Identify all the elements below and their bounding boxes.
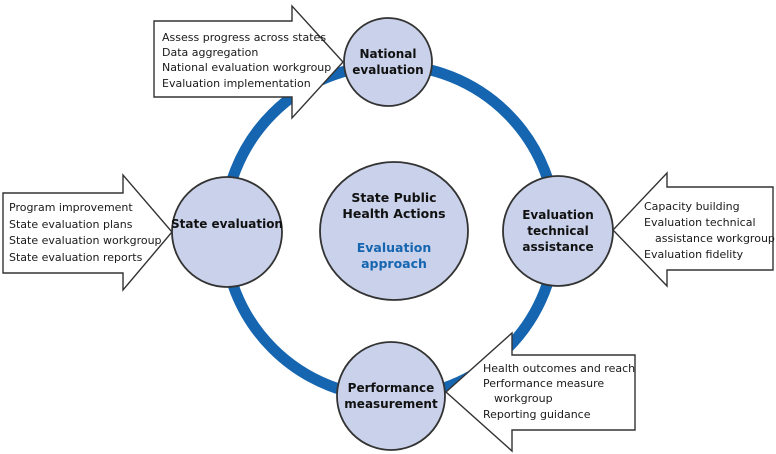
list-item: Program improvement [9,201,133,214]
top-arrow-text: Assess progress across states Data aggre… [162,30,331,91]
left-arrow [2,173,173,292]
center-subtitle: Evaluation approach [356,240,432,271]
top-arrow [153,4,344,120]
node-evaluation-technical-assistance [502,175,614,287]
list-item: State evaluation workgroup [9,234,162,247]
list-item: State evaluation plans [9,217,133,231]
node-center-state-public-health-actions [319,161,469,301]
list-item: Assess progress across states [162,31,327,44]
list-item: Health outcomes and reach [483,362,636,375]
node-state-evaluation [171,176,283,288]
node-label-state-evaluation: State evaluation [171,217,283,231]
list-item-continuation: assistance workgroup [655,232,775,245]
bottom-arrow-text: Health outcomes and reach Performance me… [483,361,635,422]
right-arrow-text: Capacity building Evaluation technical a… [644,199,775,263]
list-item: Evaluation implementation [162,76,311,90]
bottom-arrow [444,331,636,453]
center-title: State Public Health Actions [342,190,446,221]
list-item: National evaluation workgroup [162,61,332,75]
right-arrow [612,171,774,288]
node-performance-measurement [336,341,446,451]
list-item: Data aggregation [162,46,259,60]
node-label-performance-measurement: Performance measurement [344,381,438,411]
list-item-continuation: workgroup [494,392,553,406]
list-item: Performance measure [483,377,605,391]
node-label-national-evaluation: National evaluation [352,47,424,77]
list-item: State evaluation reports [9,250,143,264]
left-arrow-text: Program improvement State evaluation pla… [9,200,162,266]
list-item: Evaluation technical [644,216,756,229]
list-item: Reporting guidance [483,407,591,421]
list-item: Evaluation fidelity [644,248,744,261]
node-label-evaluation-technical-assistance: Evaluation technical assistance [522,208,594,254]
node-national-evaluation [343,17,433,107]
list-item: Capacity building [644,200,740,213]
